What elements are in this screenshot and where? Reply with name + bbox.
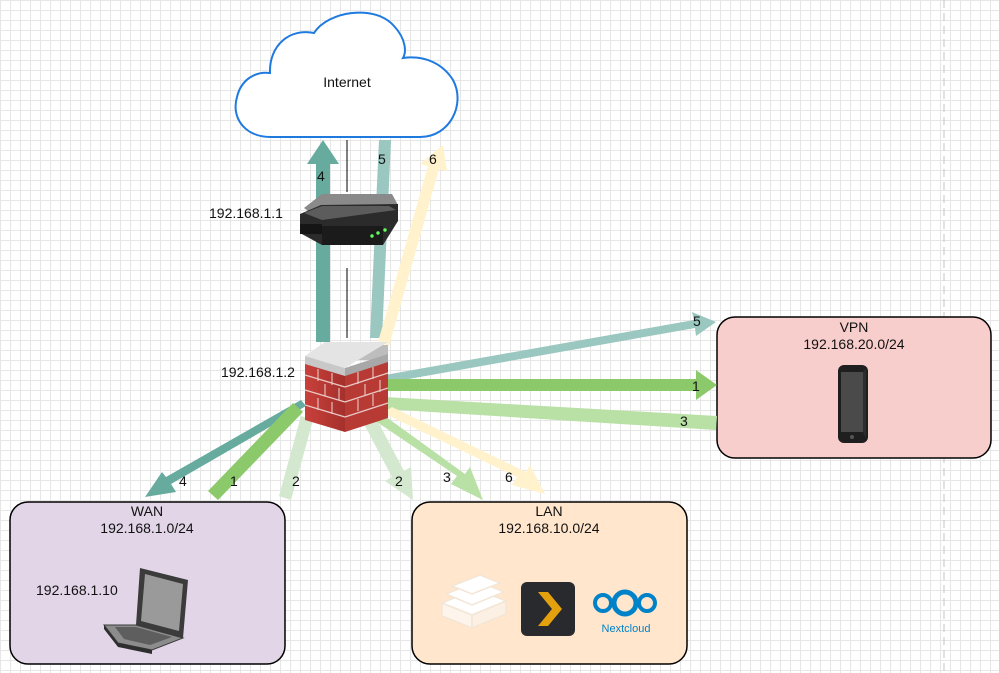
stacked-server-icon[interactable] <box>440 574 508 630</box>
flow-label-3-lan: 3 <box>443 469 451 485</box>
smartphone-icon[interactable] <box>838 365 868 443</box>
lan-title: LAN <box>535 503 562 519</box>
flow-arrow-3-vpn[interactable] <box>384 397 717 430</box>
router-ip-label: 192.168.1.1 <box>209 205 283 221</box>
flow-arrow-1-vpn[interactable] <box>385 370 717 400</box>
flow-label-4-wan: 4 <box>179 473 187 489</box>
flow-label-2-lan: 2 <box>395 473 403 489</box>
nextcloud-icon[interactable] <box>593 589 657 617</box>
plex-icon[interactable] <box>521 582 575 636</box>
wan-subnet: 192.168.1.0/24 <box>100 520 194 536</box>
firewall-icon[interactable] <box>304 342 389 432</box>
flow-arrow-6-lan[interactable] <box>383 407 545 494</box>
flow-label-5-vpn: 5 <box>693 313 701 329</box>
vpn-title: VPN <box>840 319 869 335</box>
flow-label-1-wan: 1 <box>230 473 238 489</box>
flow-arrow-2-wan[interactable] <box>279 416 313 500</box>
flow-arrow-1-wan[interactable] <box>208 403 303 500</box>
wan-host-ip: 192.168.1.10 <box>36 582 118 598</box>
nextcloud-label: Nextcloud <box>602 623 651 635</box>
flow-label-4-internet: 4 <box>317 168 325 184</box>
vpn-subnet: 192.168.20.0/24 <box>803 336 904 352</box>
laptop-icon[interactable] <box>102 568 188 654</box>
firewall-ip-label: 192.168.1.2 <box>221 364 295 380</box>
flow-label-6-lan: 6 <box>505 469 513 485</box>
router-icon[interactable] <box>300 194 398 245</box>
flow-arrow-5-vpn[interactable] <box>385 312 716 383</box>
flow-label-1-vpn: 1 <box>692 378 700 394</box>
internet-cloud[interactable] <box>234 11 459 138</box>
wan-title: WAN <box>131 503 163 519</box>
flow-label-3-vpn: 3 <box>680 413 688 429</box>
flow-arrow-3-lan[interactable] <box>374 414 483 500</box>
flow-arrows <box>145 140 717 500</box>
lan-subnet: 192.168.10.0/24 <box>498 520 599 536</box>
flow-label-2-wan: 2 <box>292 473 300 489</box>
flow-arrow-6-internet[interactable] <box>378 145 447 346</box>
flow-arrow-2-lan[interactable] <box>364 418 413 500</box>
flow-arrow-4-wan[interactable] <box>145 400 306 497</box>
flow-label-5-internet: 5 <box>378 151 386 167</box>
internet-label: Internet <box>323 74 371 90</box>
flow-label-6-internet: 6 <box>429 151 437 167</box>
